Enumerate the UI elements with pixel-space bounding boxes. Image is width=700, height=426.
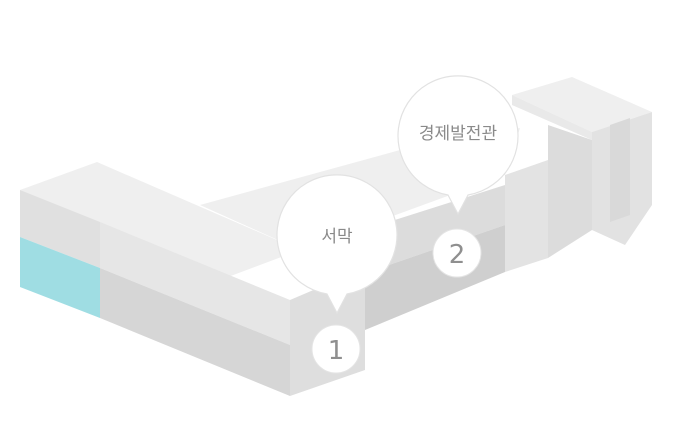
highlight-zone[interactable] [20,237,100,318]
callout-label-1: 서막 [321,227,353,247]
east-wing-building [505,77,652,272]
west-front-upper [100,222,290,345]
east-wing-front [548,125,592,258]
west-front-lower [100,268,290,396]
number-badge-1 [311,324,361,374]
west-end-top [20,190,100,268]
callout-bubble-2 [397,75,519,216]
callout-bubble-1 [276,174,398,315]
marker-2[interactable]: 경제발전관 2 [397,75,519,278]
callout-label-2: 경제발전관 [419,124,497,144]
number-label-2: 2 [449,240,466,270]
east-wing-roof [512,77,652,132]
east-wing-tower-side [505,160,548,272]
east-wing-upper-front [512,95,592,140]
west-roof [20,162,300,280]
number-badge-2 [432,228,482,278]
marker-1[interactable]: 서막 1 [276,174,398,374]
east-wing-notch [610,118,630,222]
number-label-1: 1 [328,336,345,366]
